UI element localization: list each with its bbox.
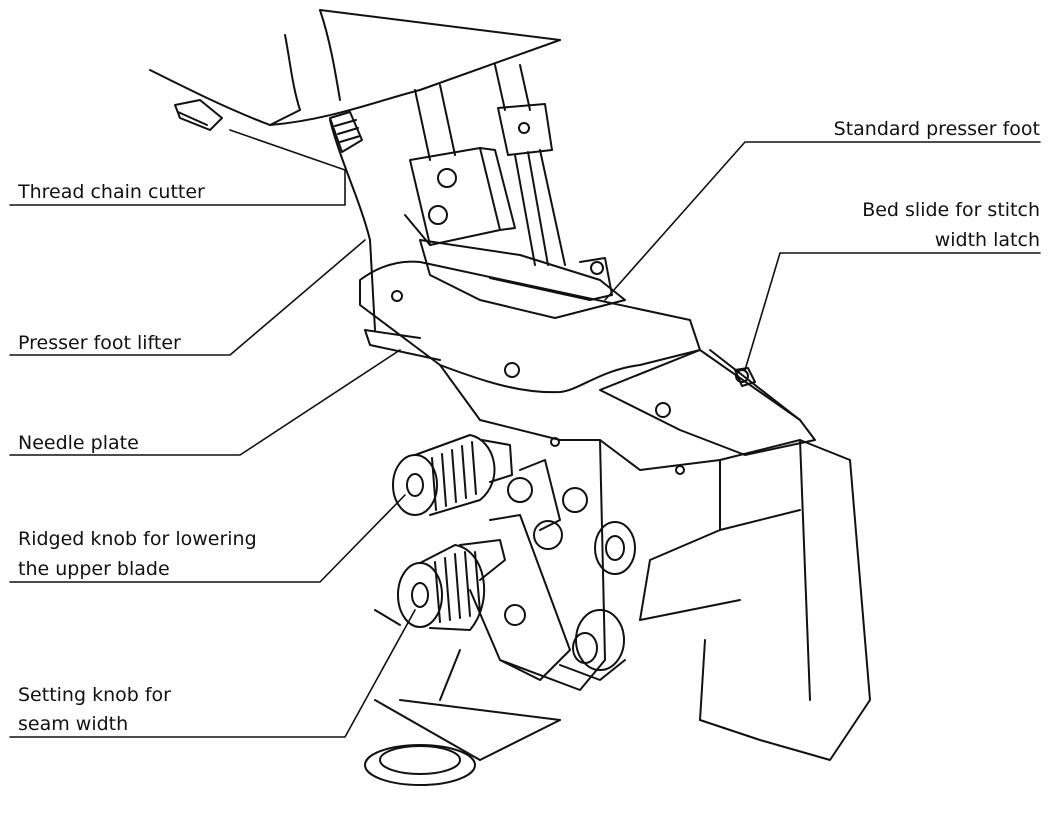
thread-chain-cutter xyxy=(174,99,223,131)
label-presser-foot-lifter: Presser foot lifter xyxy=(18,332,181,354)
mechanism-body xyxy=(439,364,871,761)
leader-lines xyxy=(9,129,1041,738)
presser-foot-holder xyxy=(404,147,516,246)
ridged-knob-upper xyxy=(392,434,513,516)
standard-presser-foot xyxy=(419,239,626,319)
leader-needle-plate xyxy=(9,349,401,456)
label-thread-chain-cutter: Thread chain cutter xyxy=(18,181,205,203)
bed-slide xyxy=(599,349,816,456)
needle-assembly xyxy=(414,64,566,266)
label-standard-presser-foot: Standard presser foot xyxy=(833,118,1040,140)
needle-plate xyxy=(359,260,701,394)
label-ridged-knob-line1: Ridged knob for lowering xyxy=(18,528,257,550)
label-bed-slide-line2: width latch xyxy=(934,229,1040,251)
label-setting-knob-line1: Setting knob for xyxy=(18,684,171,706)
leader-presser-foot-lifter xyxy=(9,239,366,356)
machine-housing xyxy=(149,9,561,331)
label-needle-plate: Needle plate xyxy=(18,432,139,454)
leader-standard-presser-foot xyxy=(604,141,1041,301)
label-ridged-knob-line2: the upper blade xyxy=(18,558,170,580)
leader-setting-knob xyxy=(9,609,416,738)
leader-ridged-knob xyxy=(9,494,406,583)
label-setting-knob-line2: seam width xyxy=(18,713,129,735)
setting-knob-lower xyxy=(397,539,506,631)
leader-thread-chain-cutter xyxy=(9,129,346,206)
label-bed-slide-line1: Bed slide for stitch xyxy=(862,199,1040,221)
machine-base xyxy=(364,609,561,786)
central-linkage xyxy=(489,459,636,681)
presser-foot-lifter xyxy=(329,111,363,153)
leader-bed-slide xyxy=(744,252,1041,371)
